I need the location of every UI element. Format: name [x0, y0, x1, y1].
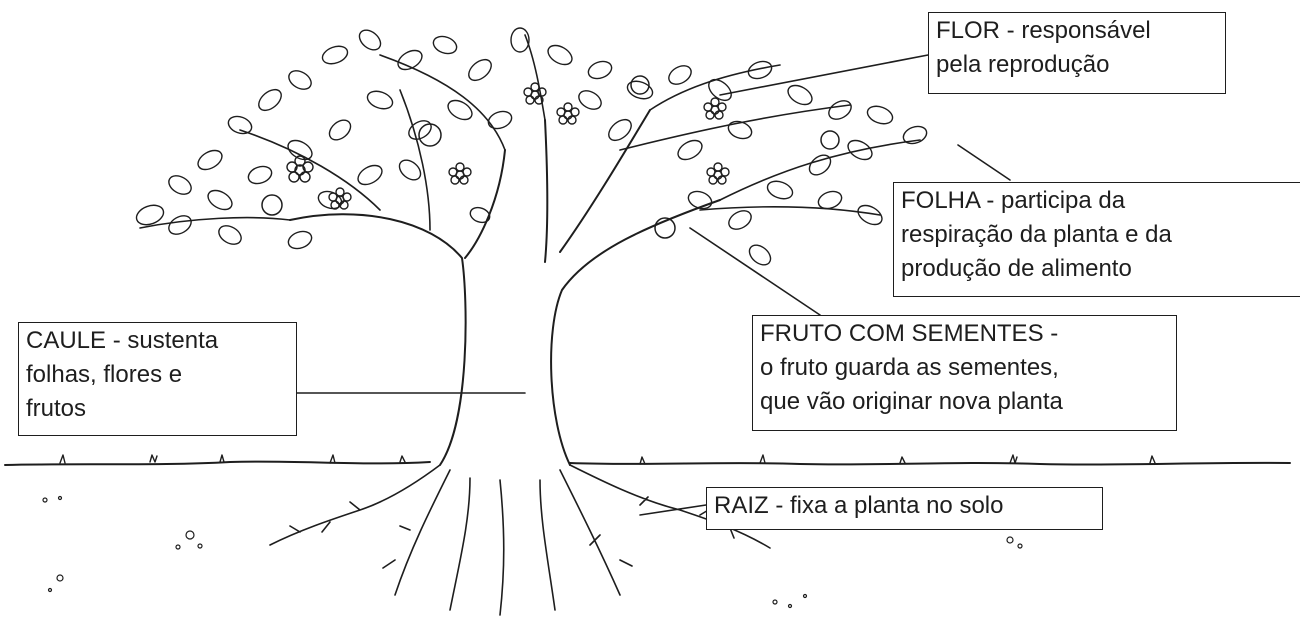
flowers — [286, 82, 730, 210]
canopy-leaves — [135, 27, 928, 266]
trunk-right — [550, 199, 721, 466]
folha-label: FOLHA - participa da respiração da plant… — [893, 182, 1300, 297]
ground-line — [4, 460, 1291, 466]
caule-line-3: frutos — [26, 395, 87, 422]
leader-raiz — [639, 504, 707, 516]
leader-fruto — [689, 227, 821, 316]
fruto-line-2: o fruto guarda as sementes, — [760, 354, 1059, 381]
leader-folha — [957, 144, 1011, 181]
caule-label: CAULE - sustenta folhas, flores e frutos — [18, 322, 297, 436]
roots — [269, 464, 771, 616]
raiz-line-1: RAIZ - fixa a planta no solo — [714, 492, 1004, 519]
caule-line-1: CAULE - sustenta — [26, 327, 219, 354]
fruto-label: FRUTO COM SEMENTES - o fruto guarda as s… — [752, 315, 1177, 431]
flor-line-2: pela reprodução — [936, 51, 1110, 78]
leader-flor — [719, 54, 929, 96]
folha-line-3: produção de alimento — [901, 255, 1132, 282]
fruits — [261, 75, 840, 239]
flor-label: FLOR - responsável pela reprodução — [928, 12, 1226, 94]
branches — [139, 34, 921, 231]
caule-line-2: folhas, flores e — [26, 361, 183, 388]
fruto-line-3: que vão originar nova planta — [760, 388, 1063, 415]
raiz-label: RAIZ - fixa a planta no solo — [706, 487, 1103, 530]
fruto-line-1: FRUTO COM SEMENTES - — [760, 320, 1059, 347]
trunk-inner — [464, 109, 651, 263]
trunk — [289, 213, 467, 466]
folha-line-2: respiração da planta e da — [901, 221, 1172, 248]
flor-line-1: FLOR - responsável — [936, 17, 1151, 44]
folha-line-1: FOLHA - participa da — [901, 187, 1126, 214]
grass-tufts — [59, 454, 1156, 465]
